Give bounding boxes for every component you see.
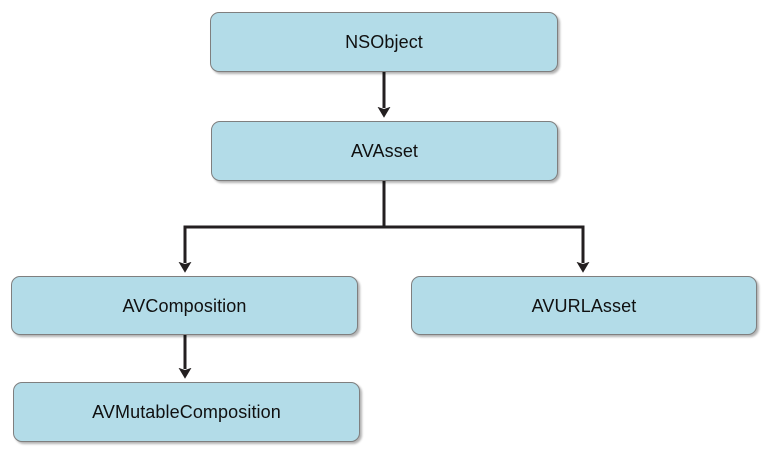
node-nsobject: NSObject: [210, 12, 558, 72]
node-label: AVURLAsset: [531, 295, 637, 316]
node-avcomposition: AVComposition: [11, 276, 358, 335]
edge-avasset-branch: [183, 181, 585, 229]
node-avmutablecomposition: AVMutableComposition: [13, 382, 360, 442]
node-avurlasset: AVURLAsset: [411, 276, 757, 335]
node-label: AVComposition: [122, 295, 247, 316]
node-label: NSObject: [345, 32, 423, 52]
node-label: AVMutableComposition: [92, 402, 281, 422]
node-avasset: AVAsset: [211, 121, 558, 181]
node-label: AVAsset: [350, 141, 419, 161]
